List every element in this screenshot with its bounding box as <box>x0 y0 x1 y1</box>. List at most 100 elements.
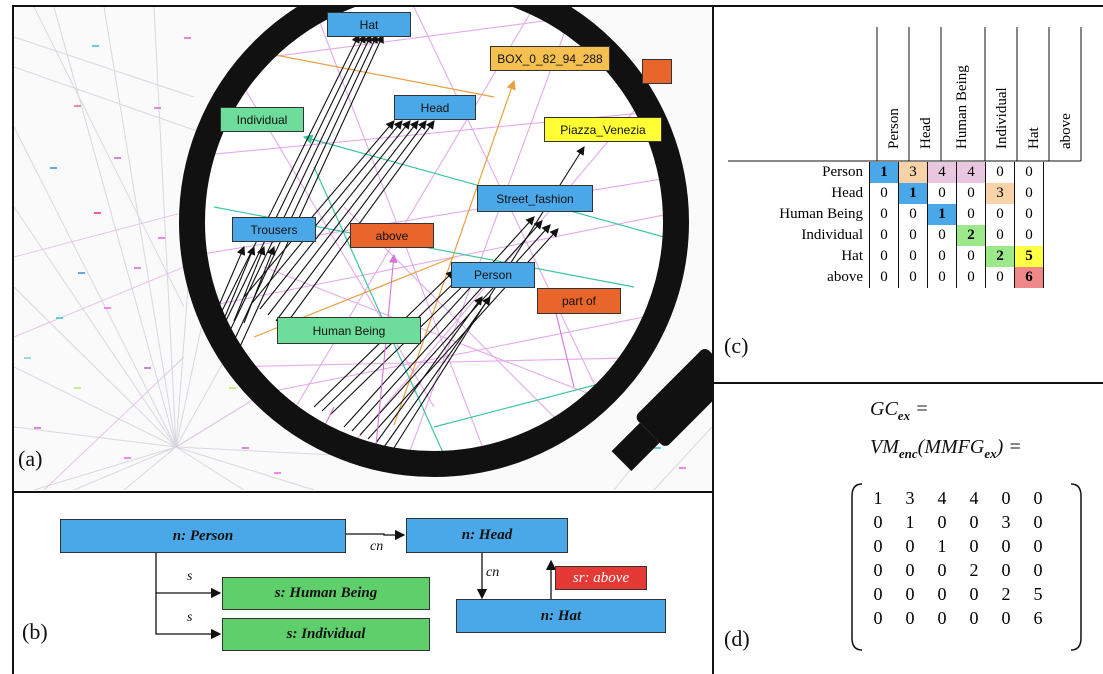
schema-node-person[interactable]: n: Person <box>60 519 346 553</box>
table-cell: 1 <box>898 183 928 204</box>
edge-label-s-human-being: s <box>187 569 193 584</box>
frame-divider-c-d <box>712 382 1103 384</box>
schema-node-individual[interactable]: s: Individual <box>222 618 430 651</box>
schema-node-human-being[interactable]: s: Human Being <box>222 577 430 610</box>
graph-node-piazza-venezia[interactable]: Piazza_Venezia <box>544 117 662 142</box>
matrix-value: 6 <box>1033 608 1043 628</box>
table-cell: 0 <box>927 225 957 246</box>
matrix-value: 0 <box>937 512 947 532</box>
graph-node-label: part of <box>561 294 597 308</box>
graph-node-human-being[interactable]: Human Being <box>277 317 421 344</box>
table-cell: 0 <box>869 204 899 225</box>
magnifier-rim <box>179 7 689 477</box>
table-cell: 0 <box>1014 204 1044 225</box>
matrix-value: 0 <box>1033 560 1043 580</box>
edge-label-cn-person-head: cn <box>370 539 384 554</box>
frame-divider-vertical <box>712 5 714 674</box>
matrix-value: 0 <box>937 608 947 628</box>
graph-node-trousers[interactable]: Trousers <box>232 217 316 242</box>
graph-node-box[interactable]: BOX_0_82_94_288 <box>490 46 610 71</box>
graph-node-label: BOX_0_82_94_288 <box>497 51 603 66</box>
graph-node-label: Piazza_Venezia <box>560 122 646 137</box>
graph-node-label: Hat <box>359 17 379 32</box>
equation-line-2: VMenc(MMFGex) = <box>870 436 1022 461</box>
table-cell: 0 <box>985 267 1015 288</box>
frame-divider-a-b <box>12 491 714 493</box>
table-cell: 0 <box>956 267 986 288</box>
matrix-value: 0 <box>1001 536 1011 556</box>
panel-label-c: (c) <box>724 333 749 358</box>
column-header-hat: Hat <box>1026 127 1042 149</box>
panel-label-d: (d) <box>724 626 750 651</box>
matrix-value: 0 <box>905 608 915 628</box>
graph-node-part-of[interactable]: part of <box>537 288 621 314</box>
graph-node-label: Trousers <box>250 222 298 237</box>
matrix-value: 0 <box>969 584 979 604</box>
graph-node-label: Human Being <box>312 323 386 338</box>
matrix-value: 0 <box>1033 536 1043 556</box>
table-cell: 4 <box>927 162 957 183</box>
row-header: Individual <box>801 227 863 243</box>
table-cell: 1 <box>869 162 899 183</box>
matrix-value: 0 <box>905 536 915 556</box>
panel-a-graph-view: Hat BOX_0_82_94_288 Head Individual Piaz… <box>14 7 712 490</box>
panel-b-schema: n: Person n: Head s: Human Being s: Indi… <box>14 493 712 674</box>
table-cell: 0 <box>898 267 928 288</box>
matrix-value: 1 <box>937 536 947 556</box>
row-header: Head <box>831 185 863 201</box>
table-cell: 0 <box>898 204 928 225</box>
schema-node-above[interactable]: sr: above <box>555 566 647 590</box>
matrix-value: 0 <box>905 584 915 604</box>
matrix-value: 0 <box>1001 560 1011 580</box>
matrix-value: 0 <box>873 584 883 604</box>
schema-node-hat[interactable]: n: Hat <box>456 599 666 633</box>
graph-node-head[interactable]: Head <box>394 95 476 120</box>
equation-line-1: GCex = <box>870 398 929 423</box>
row-header: Human Being <box>779 206 863 222</box>
table-cell: 0 <box>927 246 957 267</box>
panel-label-a: (a) <box>18 446 43 471</box>
table-cell: 1 <box>927 204 957 225</box>
matrix-value: 0 <box>969 608 979 628</box>
matrix-value: 0 <box>873 536 883 556</box>
schema-edges <box>155 529 557 640</box>
frame-border-top <box>12 5 1103 7</box>
matrix-value: 0 <box>1033 488 1043 508</box>
matrix-value: 2 <box>1001 584 1011 604</box>
graph-node-label: above <box>375 228 409 243</box>
matrix-value: 0 <box>969 512 979 532</box>
table-cell: 0 <box>869 225 899 246</box>
graph-node-individual[interactable]: Individual <box>220 107 304 132</box>
table-cell: 0 <box>898 225 928 246</box>
schema-node-head[interactable]: n: Head <box>406 518 568 553</box>
matrix-value: 3 <box>1001 512 1011 532</box>
graph-canvas <box>14 7 712 490</box>
matrix-value: 0 <box>1033 512 1043 532</box>
table-cell: 2 <box>985 246 1015 267</box>
column-header-individual: Individual <box>994 87 1010 149</box>
table-cell: 0 <box>956 246 986 267</box>
table-cell: 3 <box>898 162 928 183</box>
matrix-value: 4 <box>937 488 947 508</box>
graph-node-label: Individual <box>236 112 288 127</box>
table-cell: 0 <box>898 246 928 267</box>
graph-node-hat[interactable]: Hat <box>327 12 411 37</box>
graph-node-person[interactable]: Person <box>451 262 535 288</box>
column-header-lines <box>728 27 1082 162</box>
matrix-value: 3 <box>905 488 915 508</box>
table-cell: 0 <box>927 183 957 204</box>
graph-node-above[interactable]: above <box>350 223 434 248</box>
graph-node-label: Head <box>420 100 450 115</box>
graph-node-street-fashion[interactable]: Street_fashion <box>477 185 593 212</box>
